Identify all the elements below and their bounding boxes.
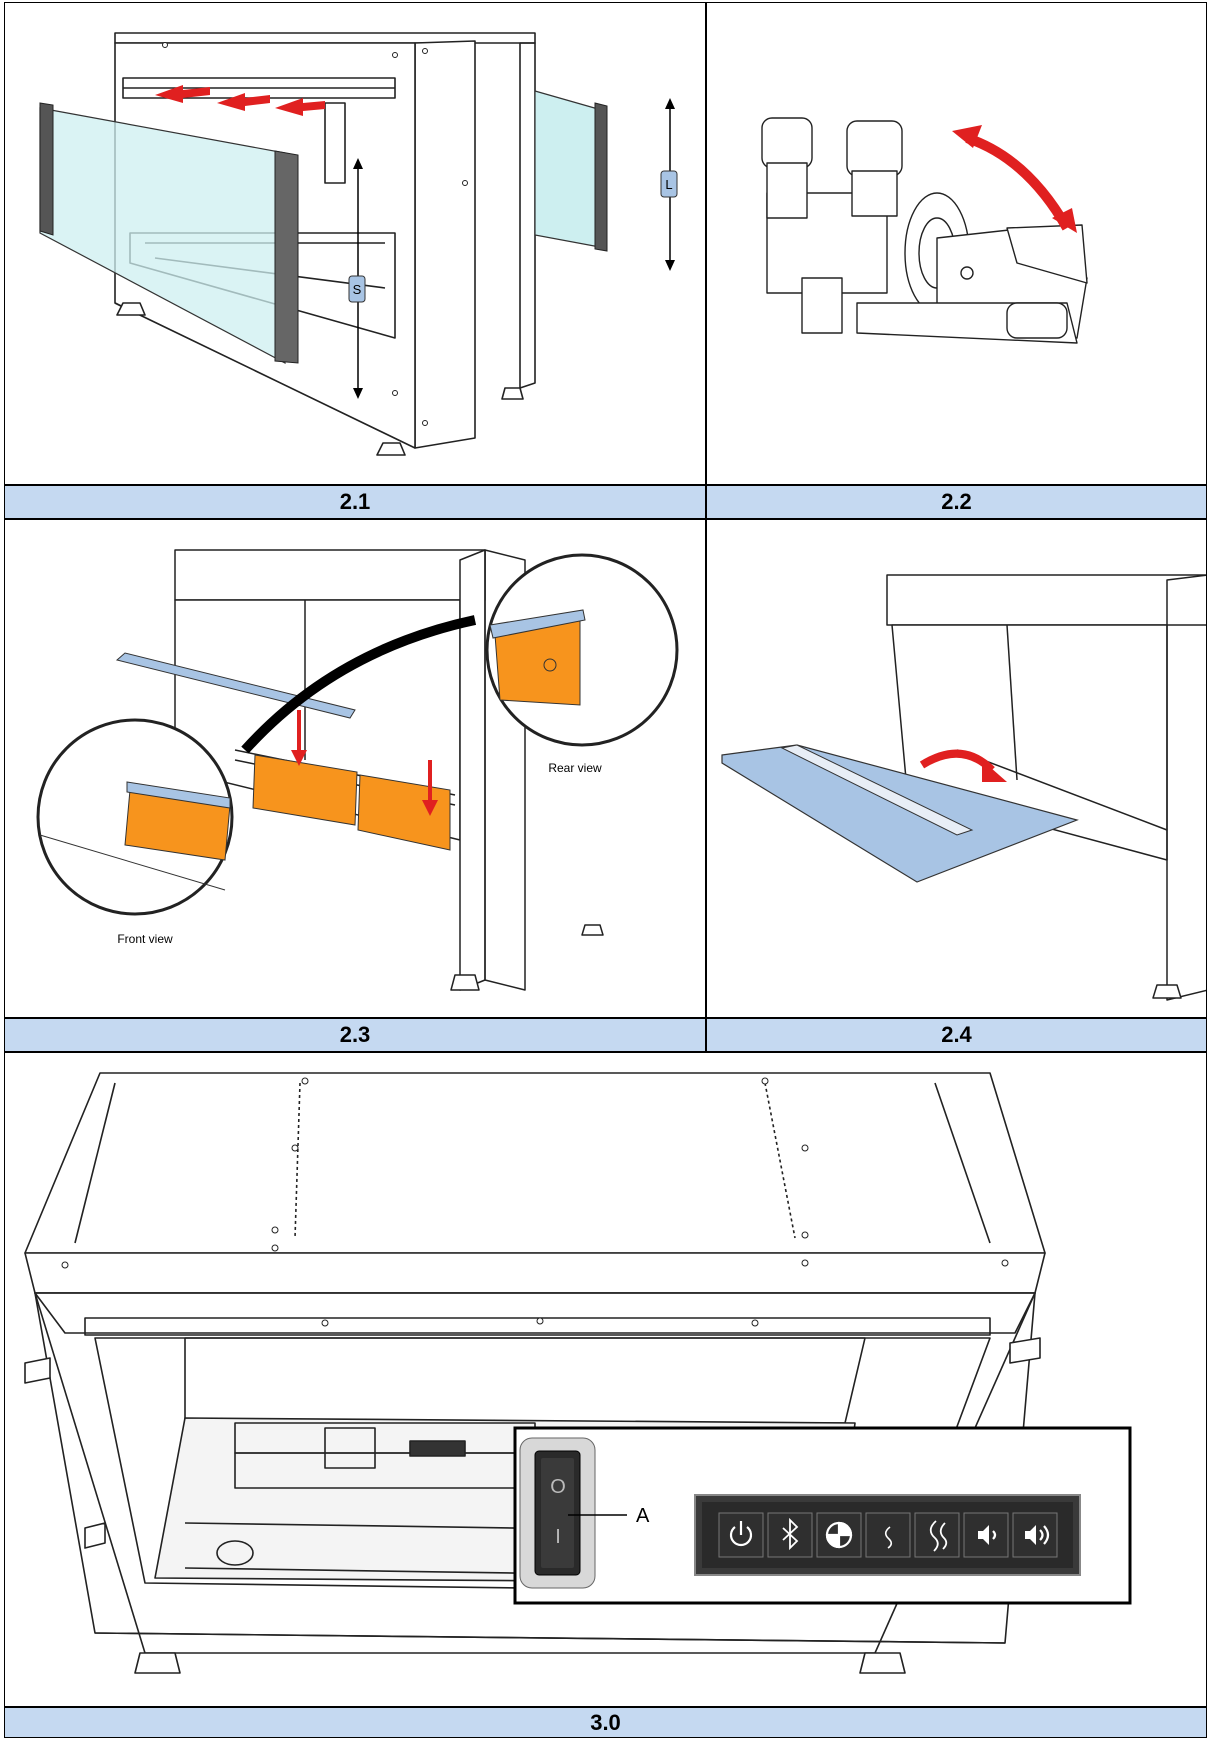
figure-2-3-drawing: Rear view Front view [36, 549, 679, 991]
figure-2-4 [706, 519, 1207, 1018]
figure-2-4-caption: 2.4 [706, 1018, 1207, 1052]
bluetooth-icon [782, 1517, 799, 1551]
figure-3-0: O I A [4, 1052, 1207, 1707]
switch-off-symbol: O [550, 1476, 566, 1498]
power-icon [729, 1521, 753, 1547]
flame-low-button[interactable] [865, 1512, 911, 1558]
figure-2-1-drawing: L S [39, 32, 678, 456]
flame-high-icon [929, 1520, 948, 1552]
front-view-label: Front view [117, 932, 173, 946]
flame-color-button[interactable] [816, 1512, 862, 1558]
figure-grid: L S 2.1 [4, 2, 1207, 1738]
volume-down-icon [978, 1525, 997, 1545]
dimension-s-label: S [353, 282, 362, 297]
figure-2-2-caption: 2.2 [706, 485, 1207, 519]
figure-3-0-caption: 3.0 [4, 1707, 1207, 1738]
figure-3-0-drawing: O I A [24, 1072, 1132, 1674]
rear-view-label: Rear view [548, 761, 602, 775]
figure-2-2-drawing [761, 117, 1088, 344]
dimension-l-label: L [665, 177, 672, 192]
figure-2-4-drawing [721, 574, 1206, 1001]
figure-2-3-caption: 2.3 [4, 1018, 706, 1052]
figure-2-3: Rear view Front view [4, 519, 706, 1018]
power-button[interactable] [718, 1512, 764, 1558]
label-a: A [636, 1505, 650, 1527]
flame-high-button[interactable] [914, 1512, 960, 1558]
figure-2-1-caption: 2.1 [4, 485, 706, 519]
figure-2-1: L S [4, 2, 706, 485]
switch-on-symbol: I [555, 1526, 561, 1548]
flame-low-icon [884, 1526, 893, 1549]
figure-2-2 [706, 2, 1207, 485]
flame-color-icon [825, 1521, 853, 1549]
volume-up-icon [1025, 1525, 1050, 1545]
